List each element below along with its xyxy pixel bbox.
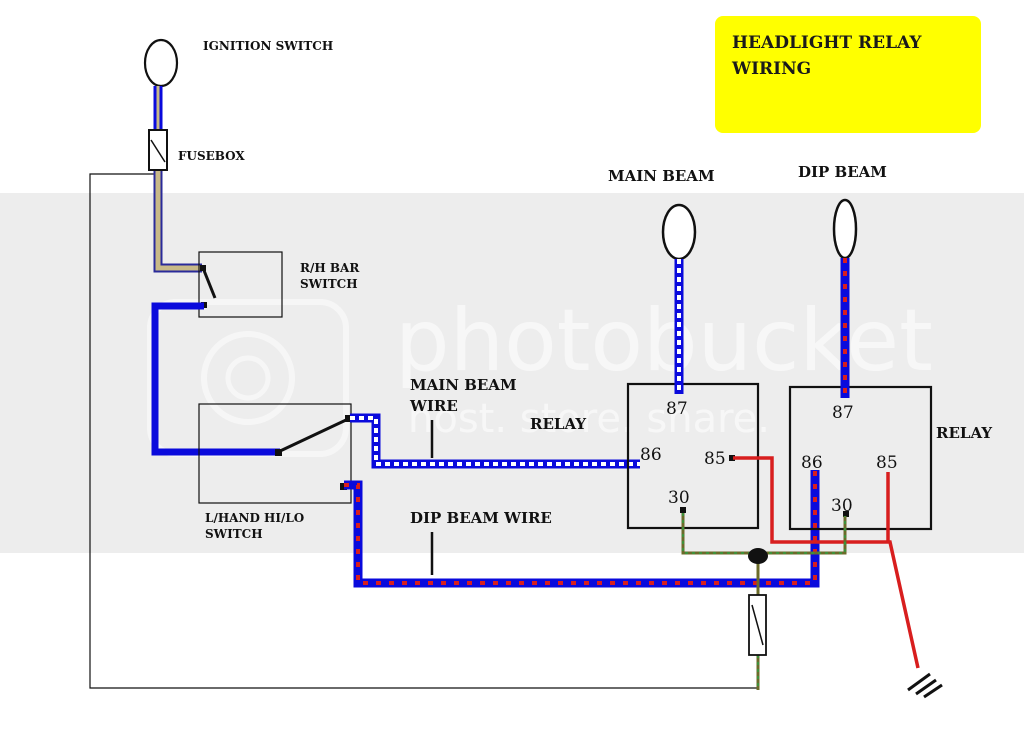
thin-return-wire (89, 173, 758, 689)
relay-left-pin-85: 85 (704, 449, 726, 469)
fuse-bar-switch-wire (155, 171, 202, 271)
dip-beam-wire (344, 470, 820, 588)
relay-left-pin-30-terminal (680, 507, 686, 513)
junction-node (748, 548, 768, 564)
lh-hilo-switch-pivot (275, 449, 282, 456)
rh-bar-switch-box (198, 251, 283, 318)
title-line-1: HEADLIGHT RELAY (732, 33, 922, 53)
relay-left-pin-85-terminal (729, 455, 735, 461)
relay-right-pin-30-terminal (843, 511, 849, 517)
relay-right-pin-87: 87 (832, 403, 854, 423)
title-line-2: WIRING (731, 59, 811, 79)
rh-bar-switch-contact-top (200, 265, 206, 271)
inline-fuse-element (751, 604, 764, 646)
ignition-switch-label: IGNITION SWITCH (203, 39, 333, 53)
relay-85-ground-wire (733, 456, 920, 669)
rh-bar-switch-label-2: SWITCH (300, 277, 358, 291)
watermark-band (0, 193, 1024, 553)
dip-beam-label: DIP BEAM (798, 163, 887, 181)
bar-to-hilo-wire (151, 302, 280, 456)
dip-beam-lamp-icon (832, 198, 858, 260)
relay-left-pin-86: 86 (640, 445, 662, 465)
lh-hilo-switch-box (198, 403, 352, 504)
relay-right-label: RELAY (936, 424, 992, 442)
lh-hilo-switch-label-2: SWITCH (205, 527, 263, 541)
fusebox-label: FUSEBOX (178, 149, 245, 163)
title-box (715, 16, 981, 133)
lh-hilo-switch-contact-low (340, 483, 347, 490)
relay-left-label: RELAY (530, 415, 586, 433)
relay-right-pin-86: 86 (801, 453, 823, 473)
main-beam-lamp-icon (661, 203, 697, 261)
relay-left-pin-30: 30 (668, 488, 690, 508)
fusebox-element (150, 139, 166, 163)
main-beam-wire-label-1: MAIN BEAM (410, 376, 517, 394)
main-beam-label: MAIN BEAM (608, 167, 715, 185)
lh-hilo-switch-label-1: L/HAND HI/LO (205, 511, 304, 525)
relay-left-box (626, 382, 760, 530)
lh-hilo-switch-lever (277, 418, 347, 454)
lh-hilo-switch-contact-high (345, 415, 352, 422)
relay-left-pin-87: 87 (666, 399, 688, 419)
rh-bar-switch-lever (201, 267, 217, 299)
rh-bar-switch-label-1: R/H BAR (300, 261, 360, 275)
ignition-switch-icon (143, 38, 179, 88)
main-beam-wire-stripe (350, 416, 640, 466)
ground-icon (907, 672, 943, 699)
dip-beam-wire-label: DIP BEAM WIRE (410, 509, 552, 527)
relay-right-pin-85: 85 (876, 453, 898, 473)
relay-right-pin-30: 30 (831, 496, 853, 516)
relay-right-box (788, 385, 933, 531)
watermark-subtext: host. store. share. (408, 396, 770, 442)
main-beam-wire-label-2: WIRE (409, 397, 458, 415)
